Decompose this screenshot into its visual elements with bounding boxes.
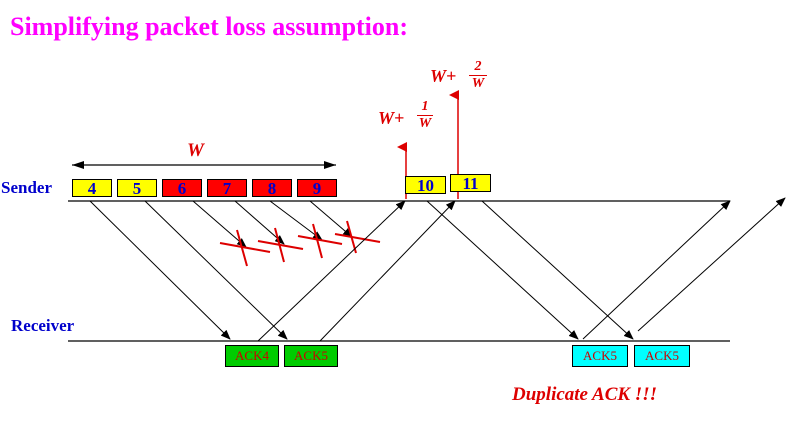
packet-10-path	[426, 200, 579, 340]
packet-5-path	[144, 200, 288, 340]
increment-1-denominator: W	[418, 116, 432, 131]
sender-label: Sender	[1, 178, 52, 197]
packet-7-path	[234, 200, 285, 245]
window-arrow-left-head	[72, 161, 84, 169]
increment-1-fraction: 1 W	[417, 100, 433, 131]
packet-box: 10	[405, 176, 446, 195]
packet-box: 4	[72, 179, 112, 198]
ack5-path	[319, 200, 456, 342]
packet-9-path	[309, 200, 353, 238]
increment-2-denominator: W	[471, 76, 485, 91]
window-label: W	[187, 140, 204, 161]
fraction-bar	[417, 115, 433, 116]
increment-1-prefix: W+	[378, 108, 405, 128]
increment-2-numerator: 2	[474, 59, 482, 74]
packet-box: 11	[450, 174, 491, 193]
duplicate-ack-label: Duplicate ACK !!!	[512, 384, 657, 405]
fraction-bar	[469, 75, 487, 76]
ack-box: ACK5	[572, 345, 628, 367]
packet-box: 8	[252, 179, 292, 198]
packet-box: 5	[117, 179, 157, 198]
dup-ack5-path-1	[582, 200, 731, 340]
packet-box: 6	[162, 179, 202, 198]
packet-6-path	[192, 200, 247, 248]
ack-box: ACK4	[225, 345, 279, 367]
increment-1-numerator: 1	[421, 99, 429, 114]
increment-2-prefix: W+	[430, 66, 457, 86]
packet-4-path	[89, 200, 231, 340]
increment-2-fraction: 2 W	[469, 60, 487, 91]
window-arrow-right-head	[324, 161, 336, 169]
ack-box: ACK5	[634, 345, 690, 367]
dup-ack5-path-2	[637, 197, 786, 332]
diagram-title: Simplifying packet loss assumption:	[10, 12, 409, 41]
ack-box: ACK5	[284, 345, 338, 367]
packet-8-path	[269, 200, 323, 241]
packet-11-path	[481, 200, 634, 340]
ack4-path	[257, 200, 406, 342]
receiver-label: Receiver	[11, 316, 75, 335]
loss-marks	[219, 220, 381, 267]
packet-box: 9	[297, 179, 337, 198]
packet-box: 7	[207, 179, 247, 198]
